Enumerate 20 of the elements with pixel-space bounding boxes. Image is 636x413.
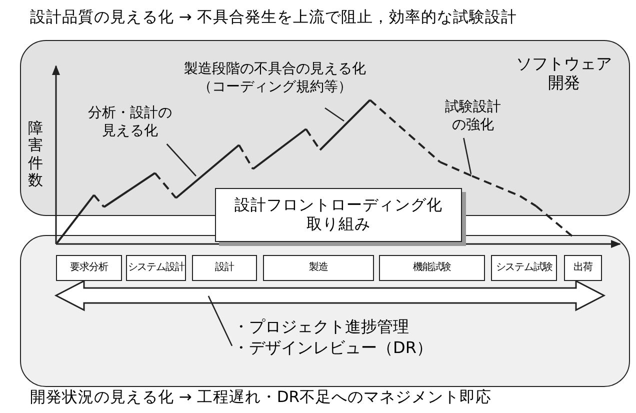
phase-box: 製造 (263, 255, 374, 281)
annotation-text: 分析・設計の見える化 (84, 104, 176, 144)
annotation-text: 試験設計の強化 (442, 98, 504, 138)
annotation-text: ・プロジェクト進捗管理 ・デザインレビュー（DR） (233, 317, 453, 363)
panel (20, 235, 630, 387)
phase-box: 機能試験 (379, 255, 485, 281)
leader-line (208, 296, 233, 346)
annotation-text: 製造段階の不具合の見える化（コーディング規約等） (175, 60, 375, 108)
leader-line (324, 107, 344, 122)
phase-box: システム試験 (491, 255, 557, 281)
phase-box: 設計 (192, 255, 257, 281)
phase-box: 要求分析 (56, 255, 122, 281)
leader-line (166, 144, 196, 176)
phase-box: システム設計 (126, 255, 186, 281)
phase-box: 出荷 (564, 255, 602, 281)
title: 設計品質の見える化 → 不具合発生を上流で阻止，効率的な試験設計 (30, 8, 517, 27)
leader-line (463, 138, 472, 174)
axis-label: 障害件数 (28, 120, 44, 189)
caption: 開発状況の見える化 → 工程遅れ・DR不足へのマネジメント即応 (30, 388, 492, 407)
panel-title: ソフトウェア開発 (515, 54, 613, 92)
